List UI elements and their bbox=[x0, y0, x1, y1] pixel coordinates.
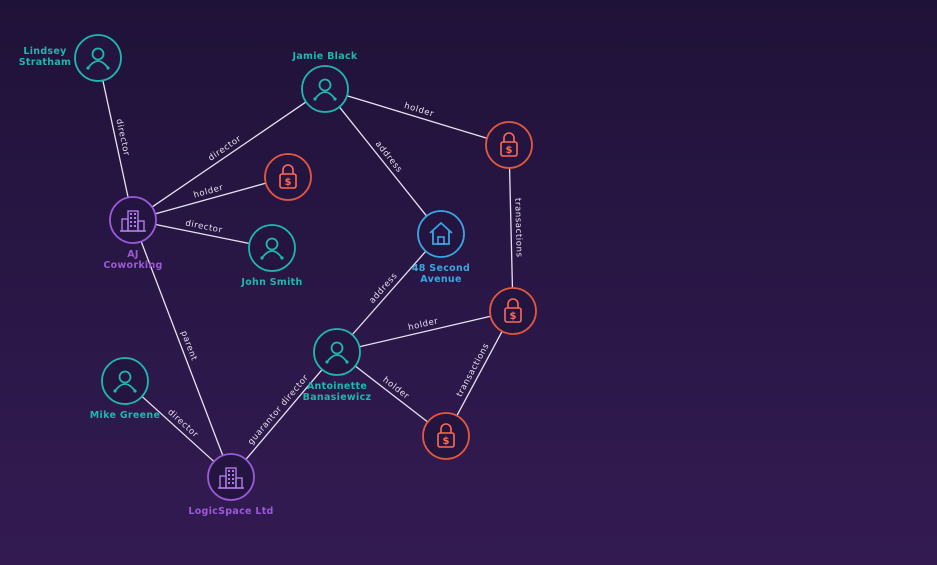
node-label-line: Jamie Black bbox=[291, 51, 357, 62]
locked-account-icon: $ bbox=[500, 132, 518, 157]
edge-label: holder bbox=[193, 183, 225, 201]
edge-label: director bbox=[184, 219, 223, 236]
edge-acct1-acct3 bbox=[508, 167, 514, 289]
person-icon bbox=[260, 237, 284, 260]
node-jamie[interactable]: Jamie Black bbox=[291, 51, 358, 113]
svg-text:$: $ bbox=[285, 177, 292, 188]
edge-aj-jamie bbox=[151, 101, 307, 208]
edge-label: transactions bbox=[455, 342, 492, 399]
edges-layer bbox=[102, 80, 514, 463]
node-john[interactable]: John Smith bbox=[240, 224, 302, 288]
edge-aj-acct2 bbox=[154, 182, 267, 215]
node-circle bbox=[313, 328, 361, 376]
edge-aj-logic bbox=[140, 241, 224, 456]
node-label-line: Banasiewicz bbox=[303, 392, 372, 403]
node-label: Mike Greene bbox=[90, 410, 160, 421]
svg-text:$: $ bbox=[506, 145, 513, 156]
node-label-line: Coworking bbox=[103, 260, 162, 271]
node-label-line: Lindsey bbox=[23, 46, 67, 57]
node-label: Jamie Black bbox=[291, 51, 357, 62]
node-logic[interactable]: LogicSpace Ltd bbox=[188, 453, 273, 517]
node-label-line: 48 Second bbox=[412, 263, 470, 274]
node-circle bbox=[248, 224, 296, 272]
svg-text:$: $ bbox=[510, 311, 517, 322]
node-label-line: Avenue bbox=[420, 274, 461, 285]
node-circle bbox=[301, 65, 349, 113]
edge-lindsey-aj bbox=[102, 80, 129, 198]
node-circle bbox=[207, 453, 255, 501]
node-circle bbox=[422, 412, 470, 460]
edge-logic-antoinette bbox=[245, 369, 323, 460]
node-circle bbox=[264, 153, 312, 201]
edge-acct3-acct4 bbox=[456, 330, 503, 417]
node-circle bbox=[74, 34, 122, 82]
node-circle bbox=[101, 357, 149, 405]
node-label-line: John Smith bbox=[240, 277, 302, 288]
node-circle bbox=[489, 287, 537, 335]
svg-text:$: $ bbox=[443, 436, 450, 447]
node-acct2[interactable]: $ bbox=[264, 153, 312, 201]
node-circle bbox=[417, 210, 465, 258]
edge-aj-john bbox=[155, 223, 250, 245]
edge-label: holder bbox=[403, 101, 435, 119]
person-icon bbox=[313, 78, 337, 101]
building-icon bbox=[218, 467, 244, 489]
node-acct1[interactable]: $ bbox=[485, 121, 533, 169]
node-label-line: Mike Greene bbox=[90, 410, 160, 421]
node-acct3[interactable]: $ bbox=[489, 287, 537, 335]
house-icon bbox=[429, 222, 453, 245]
node-label-line: Stratham bbox=[19, 57, 72, 68]
node-label-line: AJ bbox=[127, 249, 139, 260]
node-circle bbox=[485, 121, 533, 169]
edge-label: address bbox=[373, 139, 404, 175]
person-icon bbox=[113, 370, 137, 393]
edge-label: director bbox=[113, 118, 131, 157]
edge-addr-antoinette bbox=[351, 250, 427, 336]
building-icon bbox=[120, 210, 146, 232]
node-acct4[interactable]: $ bbox=[422, 412, 470, 460]
edge-label: holder bbox=[407, 316, 439, 333]
person-icon bbox=[86, 47, 110, 70]
node-label-line: LogicSpace Ltd bbox=[188, 506, 273, 517]
node-label: LogicSpace Ltd bbox=[188, 506, 273, 517]
edge-label: transactions bbox=[512, 198, 523, 258]
edge-antoinette-acct3 bbox=[359, 315, 491, 348]
edge-mike-logic bbox=[141, 395, 215, 463]
edge-jamie-acct1 bbox=[346, 95, 488, 139]
node-label: John Smith bbox=[240, 277, 302, 288]
locked-account-icon: $ bbox=[437, 423, 455, 448]
node-circle bbox=[109, 196, 157, 244]
edge-label: address bbox=[368, 271, 400, 306]
edge-jamie-addr bbox=[338, 106, 428, 217]
person-icon bbox=[325, 341, 349, 364]
edge-antoinette-acct4 bbox=[354, 365, 429, 423]
node-label-line: Antoinette bbox=[307, 381, 367, 392]
node-mike[interactable]: Mike Greene bbox=[90, 357, 160, 421]
edge-label: guarantor director bbox=[246, 373, 311, 447]
locked-account-icon: $ bbox=[504, 298, 522, 323]
locked-account-icon: $ bbox=[279, 164, 297, 189]
edge-label: director bbox=[165, 407, 200, 440]
